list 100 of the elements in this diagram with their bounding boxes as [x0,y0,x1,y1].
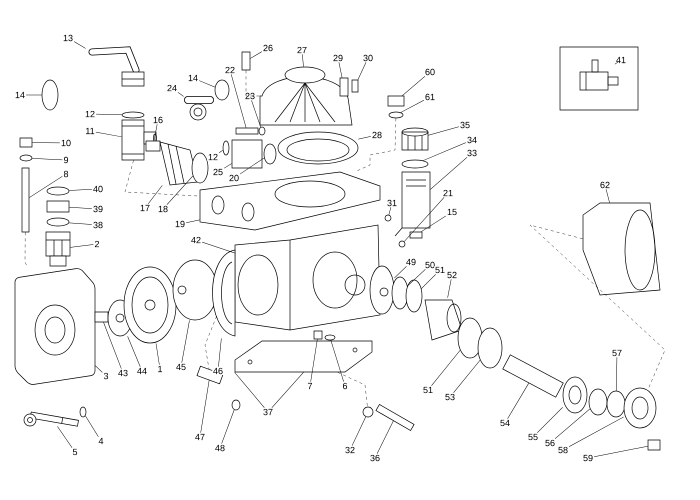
bowl [394,172,430,236]
callout-number: 25 [212,168,224,176]
nozzle [146,140,160,152]
callout-number: 34 [466,136,478,144]
leader-line [240,158,264,174]
callout-number: 14 [187,74,199,82]
leader-line [95,365,103,373]
filter-ring [192,152,208,184]
callout-number: 10 [60,139,72,147]
screw [352,80,358,92]
leader-line [616,357,618,391]
callout-number: 20 [228,174,240,182]
callout-number: 4 [98,437,104,445]
leader-line [431,350,460,386]
leader-line [69,206,92,209]
callout-number: 29 [332,54,344,62]
callout-number: 27 [296,46,308,54]
leader-line [358,62,366,80]
bolt [340,78,348,96]
valve-seat [46,200,70,212]
callout-number: 5 [72,448,78,456]
washer [20,154,32,162]
leader-line [202,242,235,254]
o-ring [384,214,392,222]
leader-line [230,74,246,128]
cap [402,128,428,150]
circlip [232,400,240,410]
callout-number: 31 [386,199,398,207]
ring [478,328,502,368]
alignment-line [355,118,396,172]
o-ring [402,160,428,168]
callout-number: 60 [424,68,436,76]
plug [314,330,322,340]
callout-number: 38 [92,221,104,229]
nozzle [264,144,276,164]
leader-line [69,189,92,191]
alignment-line [246,70,260,96]
leader-line [218,150,224,153]
callout-number: 45 [175,363,187,371]
leader-line [554,408,590,439]
leader-line [127,336,140,367]
leader-line [234,372,265,408]
leader-line [96,114,122,115]
bolt [648,440,660,450]
leader-line [85,416,99,437]
alignment-line [338,372,368,407]
leader-line [57,426,72,448]
leader-line [394,266,407,278]
ring [406,280,422,312]
nut [20,138,32,148]
callout-number: 19 [174,220,186,228]
leader-line [148,185,163,204]
leader-line [250,51,262,59]
leader-line [447,279,452,298]
ring [588,388,608,416]
bearing [562,376,588,414]
cover [260,66,352,126]
callout-number: 3 [102,372,110,380]
connecting-rod [424,300,462,340]
leader-line [358,136,372,140]
leader-line [404,197,444,242]
plate [212,250,236,336]
callout-number: 43 [117,369,129,377]
leader-line [154,124,158,141]
leader-line [507,382,529,419]
callout-number: 33 [466,149,478,157]
callout-number: 44 [136,367,148,375]
callout-number: 35 [459,121,471,129]
callout-number: 7 [306,382,314,390]
callout-number: 55 [527,433,539,441]
callout-number: 42 [190,236,202,244]
callout-number: 37 [262,408,274,416]
leader-line [352,416,366,446]
washer [258,126,266,136]
leader-line [96,132,122,138]
base [234,340,372,372]
callout-number: 26 [262,44,274,52]
leader-line [400,100,424,113]
callout-number: 51 [434,266,446,274]
callout-number: 23 [244,92,256,100]
callout-number: 41 [615,56,627,64]
leader-line [103,322,122,369]
bolt [94,312,108,322]
callout-number: 56 [544,439,556,447]
leader-line [421,274,436,289]
leader-line [32,142,60,144]
cover [582,202,660,296]
callout-number: 8 [62,170,70,178]
leader-line [453,360,480,393]
leader-line [614,62,619,64]
callout-number: 58 [557,446,569,454]
washer [388,112,404,118]
callout-number: 14 [14,91,26,99]
nut [398,240,406,248]
leader-line [402,76,426,96]
bolt [24,412,79,427]
callout-number: 16 [152,116,164,124]
plug [388,96,404,106]
leader-line [74,41,86,49]
leader-line [186,220,200,223]
